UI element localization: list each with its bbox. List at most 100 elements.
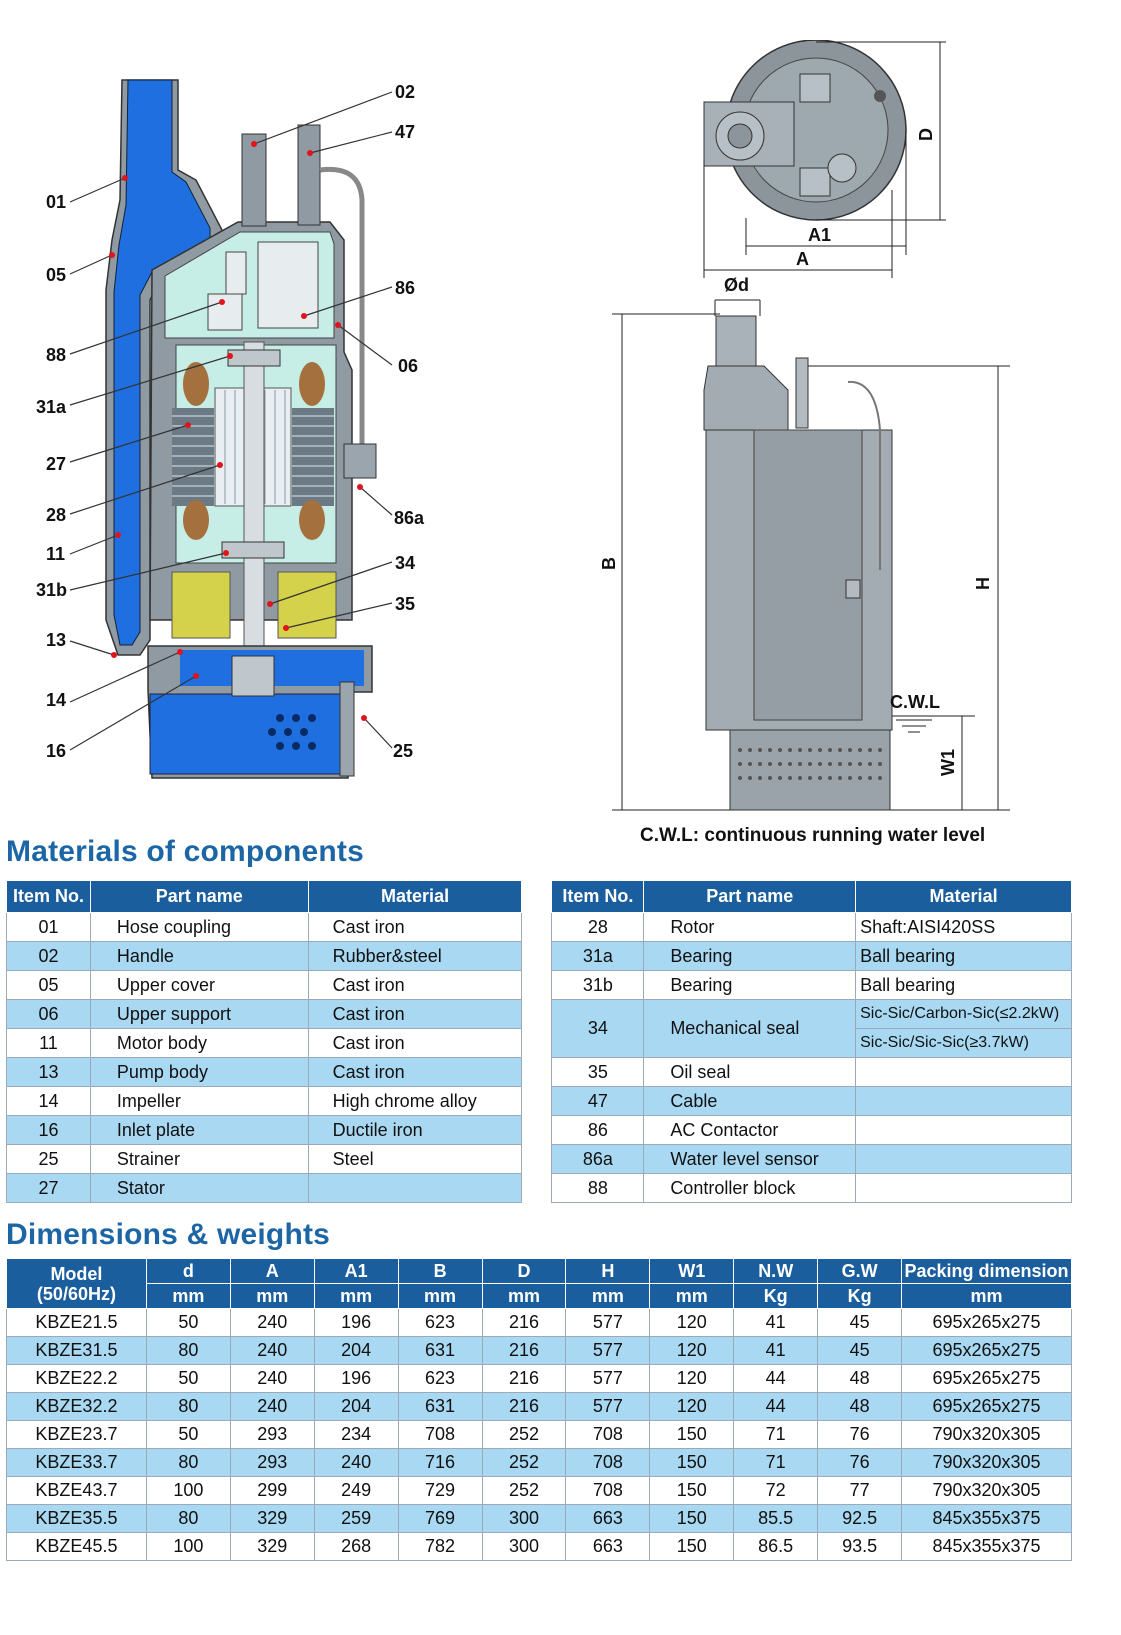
material: Cast iron [307, 1028, 523, 1058]
value-cell: 329 [229, 1532, 315, 1561]
item-no: 06 [6, 999, 91, 1029]
value-cell: 695x265x275 [901, 1336, 1072, 1365]
item-no: 88 [551, 1173, 645, 1203]
callout-88: 88 [46, 345, 67, 365]
callout-16: 16 [46, 741, 67, 761]
value-cell: 80 [145, 1504, 231, 1533]
value-cell: 120 [649, 1308, 735, 1337]
value-cell: 708 [565, 1420, 651, 1449]
item-no: 31b [551, 970, 645, 1000]
model-cell: KBZE35.5 [6, 1504, 147, 1533]
part-name: Oil seal [643, 1057, 857, 1087]
model-cell: KBZE32.2 [6, 1392, 147, 1421]
th-dim: G.W [817, 1258, 903, 1284]
value-cell: 92.5 [817, 1504, 903, 1533]
part-name: Water level sensor [643, 1144, 857, 1174]
th-unit: Kg [817, 1283, 903, 1309]
material [855, 1115, 1072, 1145]
callout-27: 27 [46, 454, 67, 474]
value-cell: 93.5 [817, 1532, 903, 1561]
callout-14: 14 [46, 690, 67, 710]
part-name: Upper cover [89, 970, 309, 1000]
dim-label-A: A [796, 249, 809, 269]
value-cell: 85.5 [733, 1504, 819, 1533]
value-cell: 44 [733, 1392, 819, 1421]
value-cell: 299 [229, 1476, 315, 1505]
item-no: 25 [6, 1144, 91, 1174]
value-cell: 663 [565, 1532, 651, 1561]
item-no: 16 [6, 1115, 91, 1145]
value-cell: 80 [145, 1448, 231, 1477]
material [855, 1144, 1072, 1174]
value-cell: 240 [229, 1364, 315, 1393]
value-cell: 216 [481, 1364, 567, 1393]
th-unit: mm [397, 1283, 483, 1309]
value-cell: 845x355x375 [901, 1532, 1072, 1561]
value-cell: 790x320x305 [901, 1448, 1072, 1477]
value-cell: 845x355x375 [901, 1504, 1072, 1533]
model-cell: KBZE45.5 [6, 1532, 147, 1561]
value-cell: 150 [649, 1532, 735, 1561]
th-unit: Kg [733, 1283, 819, 1309]
dim-label-H: H [973, 577, 993, 590]
table-row: 25 Strainer Steel 86a Water level sensor [6, 1144, 1072, 1174]
value-cell: 252 [481, 1476, 567, 1505]
value-cell: 150 [649, 1448, 735, 1477]
th-part-name-left: Part name [89, 880, 309, 913]
value-cell: 216 [481, 1392, 567, 1421]
dim-label-cwl: C.W.L [890, 692, 940, 712]
callout-47: 47 [395, 122, 416, 142]
part-name: Cable [643, 1086, 857, 1116]
part-name: Inlet plate [89, 1115, 309, 1145]
material: Cast iron [307, 970, 523, 1000]
item-no: 34 [551, 999, 645, 1058]
value-cell: 71 [733, 1448, 819, 1477]
value-cell: 577 [565, 1336, 651, 1365]
th-unit: mm [649, 1283, 735, 1309]
model-cell: KBZE21.5 [6, 1308, 147, 1337]
item-no: 28 [551, 912, 645, 942]
value-cell: 150 [649, 1420, 735, 1449]
th-model: Model (50/60Hz) [6, 1258, 147, 1309]
callout-35: 35 [395, 594, 416, 614]
value-cell: 45 [817, 1308, 903, 1337]
material: Cast iron [307, 1057, 523, 1087]
table-row: 05 Upper cover Cast iron 31b Bearing Bal… [6, 970, 1072, 1000]
dim-label-A1: A1 [808, 225, 832, 245]
value-cell: 71 [733, 1420, 819, 1449]
value-cell: 577 [565, 1392, 651, 1421]
value-cell: 790x320x305 [901, 1420, 1072, 1449]
callout-06: 06 [398, 356, 419, 376]
th-item-no-left: Item No. [6, 880, 91, 913]
material [855, 1086, 1072, 1116]
callout-28: 28 [46, 505, 67, 525]
table-row: 11 Motor body Cast iron Sic-Sic/Sic-Sic(… [6, 1028, 1072, 1058]
value-cell: 790x320x305 [901, 1476, 1072, 1505]
value-cell: 695x265x275 [901, 1392, 1072, 1421]
value-cell: 300 [481, 1504, 567, 1533]
value-cell: 293 [229, 1420, 315, 1449]
part-name: Pump body [89, 1057, 309, 1087]
model-cell: KBZE23.7 [6, 1420, 147, 1449]
th-dim: d [145, 1258, 231, 1284]
value-cell: 268 [313, 1532, 399, 1561]
value-cell: 196 [313, 1308, 399, 1337]
part-name: Upper support [89, 999, 309, 1029]
dim-label-B: B [599, 557, 619, 570]
value-cell: 80 [145, 1336, 231, 1365]
materials-title: Materials of components [6, 835, 364, 868]
table-row: 16 Inlet plate Ductile iron 86 AC Contac… [6, 1115, 1072, 1145]
value-cell: 252 [481, 1420, 567, 1449]
item-no: 14 [6, 1086, 91, 1116]
value-cell: 76 [817, 1448, 903, 1477]
table-row: 13 Pump body Cast iron 35 Oil seal [6, 1057, 1072, 1087]
th-dim: A [229, 1258, 315, 1284]
material: Shaft:AISI420SS [855, 912, 1072, 942]
dim-label-D: D [916, 128, 936, 141]
value-cell: 234 [313, 1420, 399, 1449]
value-cell: 150 [649, 1504, 735, 1533]
callout-34: 34 [395, 553, 416, 573]
